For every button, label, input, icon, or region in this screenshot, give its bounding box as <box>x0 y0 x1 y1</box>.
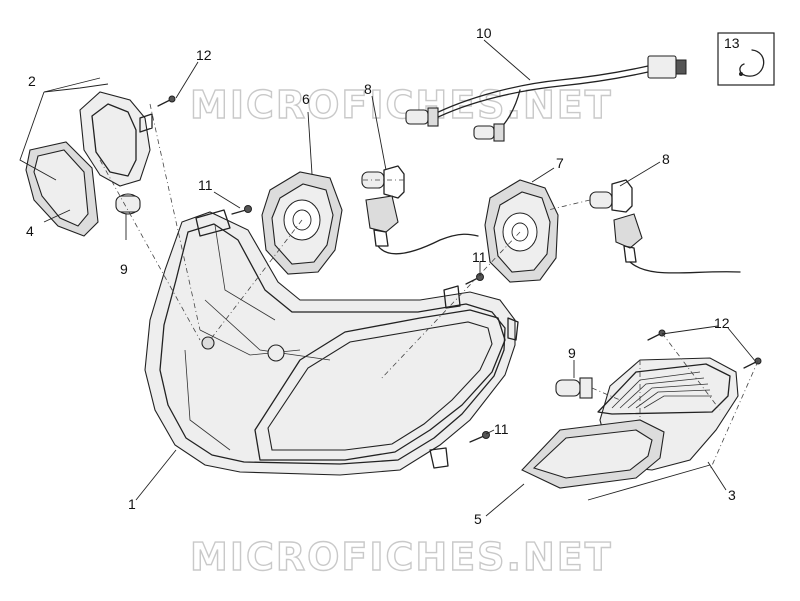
callout-8-left: 8 <box>364 81 372 97</box>
watermark-top: MICROFICHES.NET <box>190 83 613 127</box>
watermark-bottom: MICROFICHES.NET <box>190 535 613 579</box>
part-11-screw-lower <box>469 431 490 443</box>
callout-6: 6 <box>302 91 310 107</box>
part-6-left-bulb-seal <box>261 171 343 275</box>
part-12-screw-right-b <box>743 357 762 369</box>
callout-9-right: 9 <box>568 345 576 361</box>
part-5-right-indicator-lens <box>521 419 665 489</box>
part-12-screw-right-a <box>647 329 666 341</box>
part-10-wiring-harness <box>405 55 687 142</box>
part-9-right-bulb <box>555 377 593 399</box>
callout-7: 7 <box>556 155 564 171</box>
part-4-left-indicator-lens <box>25 141 99 237</box>
callout-11-middle: 11 <box>472 249 487 265</box>
part-2-left-indicator-housing <box>79 91 153 187</box>
part-11-screw-upper-left <box>231 205 252 215</box>
wire-right-socket <box>629 261 741 274</box>
part-13-wire-clip-box <box>717 32 775 86</box>
callout-12-right: 12 <box>714 315 730 331</box>
callout-8-right: 8 <box>662 151 670 167</box>
part-8-left-bulb <box>361 165 405 247</box>
callout-5: 5 <box>474 511 482 527</box>
callout-2: 2 <box>28 73 36 89</box>
callout-4: 4 <box>26 223 34 239</box>
callout-12-left: 12 <box>196 47 212 63</box>
part-8-right-bulb <box>589 179 643 263</box>
part-1-headlight-housing <box>144 209 519 476</box>
callout-10: 10 <box>476 25 492 41</box>
callout-1: 1 <box>128 496 136 512</box>
part-9-left-bulb <box>115 193 141 215</box>
callout-9-left: 9 <box>120 261 128 277</box>
callout-13: 13 <box>724 35 740 51</box>
wire-left-socket <box>377 233 479 255</box>
callout-3: 3 <box>728 487 736 503</box>
callout-11-lower: 11 <box>494 421 509 437</box>
callout-11-upper-left: 11 <box>198 177 213 193</box>
part-11-screw-middle <box>465 273 484 285</box>
part-7-right-bulb-seal <box>484 179 559 283</box>
part-12-screw-left <box>157 95 176 107</box>
